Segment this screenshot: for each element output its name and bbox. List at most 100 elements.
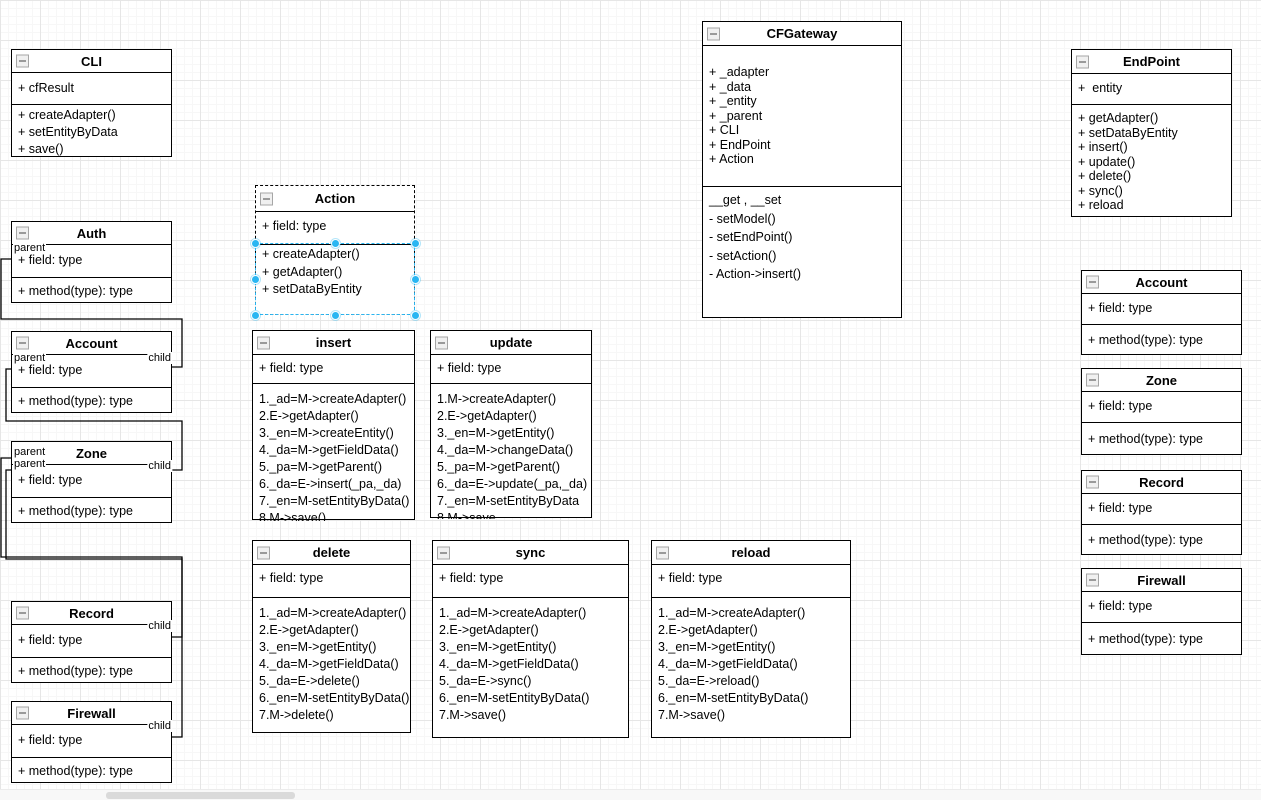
class-cfgateway[interactable]: CFGateway+ _adapter+ _data+ _entity+ _pa… bbox=[702, 21, 902, 318]
class-account-right-section-methods[interactable]: + method(type): type bbox=[1082, 324, 1241, 356]
collapse-icon[interactable] bbox=[656, 546, 669, 559]
edge-label-child-5[interactable]: child bbox=[147, 460, 172, 472]
collapse-icon[interactable] bbox=[257, 336, 270, 349]
class-cfgateway-section-methods[interactable]: __get , __set- setModel()- setEndPoint()… bbox=[703, 186, 901, 319]
selection-handle-4[interactable] bbox=[410, 274, 420, 284]
selection-handle-3[interactable] bbox=[250, 274, 260, 284]
class-zone-left[interactable]: Zone+ field: type+ method(type): type bbox=[11, 441, 172, 523]
class-zone-right-section-methods[interactable]: + method(type): type bbox=[1082, 422, 1241, 456]
class-insert-section-methods[interactable]: 1._ad=M->createAdapter()2.E->getAdapter(… bbox=[253, 383, 414, 521]
collapse-icon[interactable] bbox=[1076, 55, 1089, 68]
class-auth-section-fields[interactable]: + field: type bbox=[12, 245, 171, 277]
class-zone-left-section-methods[interactable]: + method(type): type bbox=[12, 497, 171, 524]
edge-label-parent-4[interactable]: parent bbox=[13, 458, 47, 470]
selection-handle-6[interactable] bbox=[330, 310, 340, 320]
horizontal-scrollbar-track[interactable] bbox=[0, 789, 1261, 800]
class-firewall-left[interactable]: Firewall+ field: type+ method(type): typ… bbox=[11, 701, 172, 783]
collapse-icon[interactable] bbox=[16, 706, 29, 720]
collapse-icon[interactable] bbox=[16, 336, 29, 350]
member-line: + createAdapter() bbox=[262, 247, 360, 261]
connector-zone-to-record[interactable] bbox=[0, 457, 183, 638]
class-sync-section-fields[interactable]: + field: type bbox=[433, 565, 628, 597]
class-reload-section-methods[interactable]: 1._ad=M->createAdapter()2.E->getAdapter(… bbox=[652, 597, 850, 739]
connector-auth-to-account[interactable] bbox=[0, 258, 183, 368]
edge-label-parent-0[interactable]: parent bbox=[13, 242, 47, 254]
class-sync-section-methods[interactable]: 1._ad=M->createAdapter()2.E->getAdapter(… bbox=[433, 597, 628, 739]
edge-label-child-6[interactable]: child bbox=[147, 620, 172, 632]
member-line: + method(type): type bbox=[1088, 632, 1203, 646]
class-record-left[interactable]: Record+ field: type+ method(type): type bbox=[11, 601, 172, 683]
collapse-icon[interactable] bbox=[257, 546, 270, 559]
class-reload-section-fields[interactable]: + field: type bbox=[652, 565, 850, 597]
edge-label-child-2[interactable]: child bbox=[147, 352, 172, 364]
member-line: 2.E->getAdapter() bbox=[259, 623, 359, 637]
collapse-icon[interactable] bbox=[16, 606, 29, 620]
horizontal-scrollbar-thumb[interactable] bbox=[106, 792, 295, 799]
selection-handle-5[interactable] bbox=[250, 310, 260, 320]
class-firewall-left-section-fields[interactable]: + field: type bbox=[12, 725, 171, 757]
class-delete-section-methods[interactable]: 1._ad=M->createAdapter()2.E->getAdapter(… bbox=[253, 597, 410, 734]
class-zone-right[interactable]: Zone+ field: type+ method(type): type bbox=[1081, 368, 1242, 455]
collapse-icon[interactable] bbox=[16, 54, 29, 68]
connector-zone-to-firewall[interactable] bbox=[5, 469, 183, 738]
class-insert-section-fields[interactable]: + field: type bbox=[253, 355, 414, 383]
collapse-icon[interactable] bbox=[707, 27, 720, 40]
class-firewall-right[interactable]: Firewall+ field: type+ method(type): typ… bbox=[1081, 568, 1242, 655]
collapse-icon[interactable] bbox=[435, 336, 448, 349]
class-record-left-section-methods[interactable]: + method(type): type bbox=[12, 657, 171, 684]
class-auth-section-methods[interactable]: + method(type): type bbox=[12, 277, 171, 304]
collapse-icon[interactable] bbox=[1086, 275, 1099, 289]
class-endpoint-section-methods[interactable]: + getAdapter()+ setDataByEntity+ insert(… bbox=[1072, 104, 1231, 218]
selection-handle-7[interactable] bbox=[410, 310, 420, 320]
class-action-section-methods[interactable]: + createAdapter()+ getAdapter()+ setData… bbox=[256, 244, 414, 316]
class-delete-section-fields[interactable]: + field: type bbox=[253, 565, 410, 597]
class-zone-right-section-fields[interactable]: + field: type bbox=[1082, 392, 1241, 422]
class-record-right-section-fields[interactable]: + field: type bbox=[1082, 494, 1241, 524]
connector-account-to-zone[interactable] bbox=[5, 368, 183, 471]
edge-label-child-7[interactable]: child bbox=[147, 720, 172, 732]
class-account-left-section-methods[interactable]: + method(type): type bbox=[12, 387, 171, 414]
class-endpoint-section-fields[interactable]: + entity bbox=[1072, 74, 1231, 104]
collapse-icon[interactable] bbox=[1086, 475, 1099, 489]
member-line: 4._da=M->getFieldData() bbox=[439, 657, 579, 671]
class-record-left-section-fields[interactable]: + field: type bbox=[12, 625, 171, 657]
collapse-icon[interactable] bbox=[1086, 573, 1099, 587]
class-account-left[interactable]: Account+ field: type+ method(type): type bbox=[11, 331, 172, 413]
class-firewall-right-section-methods[interactable]: + method(type): type bbox=[1082, 622, 1241, 656]
collapse-icon[interactable] bbox=[260, 192, 273, 205]
selection-handle-0[interactable] bbox=[250, 238, 260, 248]
class-cli[interactable]: CLI+ cfResult+ createAdapter()+ setEntit… bbox=[11, 49, 172, 157]
edge-label-parent-3[interactable]: parent bbox=[13, 446, 47, 458]
class-record-right[interactable]: Record+ field: type+ method(type): type bbox=[1081, 470, 1242, 555]
class-account-left-section-fields[interactable]: + field: type bbox=[12, 355, 171, 387]
selection-handle-1[interactable] bbox=[330, 238, 340, 248]
edge-label-parent-1[interactable]: parent bbox=[13, 352, 47, 364]
class-cli-section-methods[interactable]: + createAdapter()+ setEntityByData+ save… bbox=[12, 104, 171, 158]
member-line: 7._en=M-setEntityByData() bbox=[259, 494, 410, 508]
selection-handle-2[interactable] bbox=[410, 238, 420, 248]
class-account-right-section-fields[interactable]: + field: type bbox=[1082, 294, 1241, 324]
class-firewall-right-section-fields[interactable]: + field: type bbox=[1082, 592, 1241, 622]
class-auth[interactable]: Auth+ field: type+ method(type): type bbox=[11, 221, 172, 303]
class-cli-section-fields[interactable]: + cfResult bbox=[12, 73, 171, 104]
class-action-section-fields[interactable]: + field: type bbox=[256, 212, 414, 244]
member-line: + field: type bbox=[18, 253, 83, 267]
collapse-icon[interactable] bbox=[16, 226, 29, 240]
class-update-section-fields[interactable]: + field: type bbox=[431, 355, 591, 383]
collapse-icon[interactable] bbox=[437, 546, 450, 559]
class-cfgateway-section-fields[interactable]: + _adapter+ _data+ _entity+ _parent+ CLI… bbox=[703, 46, 901, 186]
collapse-icon[interactable] bbox=[1086, 373, 1099, 387]
class-zone-left-section-fields[interactable]: + field: type bbox=[12, 465, 171, 497]
class-endpoint[interactable]: EndPoint+ entity+ getAdapter()+ setDataB… bbox=[1071, 49, 1232, 217]
class-account-right[interactable]: Account+ field: type+ method(type): type bbox=[1081, 270, 1242, 355]
class-record-right-section-methods[interactable]: + method(type): type bbox=[1082, 524, 1241, 556]
class-firewall-left-section-methods[interactable]: + method(type): type bbox=[12, 757, 171, 784]
class-update-section-methods[interactable]: 1.M->createAdapter()2.E->getAdapter()3._… bbox=[431, 383, 591, 519]
class-action[interactable]: Action+ field: type+ createAdapter()+ ge… bbox=[255, 185, 415, 315]
